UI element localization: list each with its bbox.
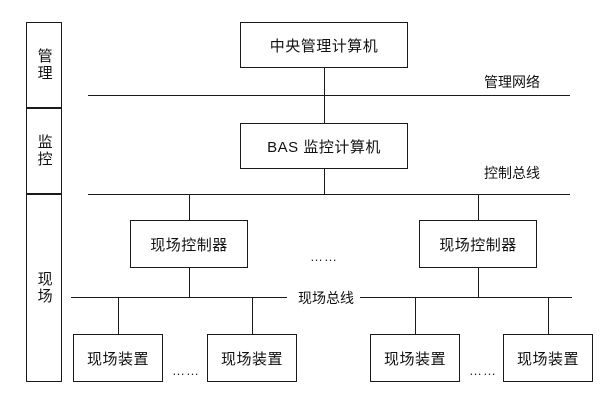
ellipsis-between-devices-right: …… [469,363,497,378]
tier-field-label: 现场 [35,271,53,305]
node-field-controller-right[interactable]: 现场控制器 [419,220,537,268]
bus-control-line [88,194,570,195]
tier-management-label: 管理 [35,48,53,82]
link-field-bus-to-device-4 [548,297,549,334]
link-controller-right-to-field-bus [478,268,479,297]
node-field-device-4[interactable]: 现场装置 [503,334,593,382]
ellipsis-between-devices-left: …… [172,363,200,378]
node-bas-monitoring-computer[interactable]: BAS 监控计算机 [240,123,408,169]
link-controller-left-to-field-bus [189,268,190,297]
node-field-controller-left[interactable]: 现场控制器 [130,220,248,268]
tier-management: 管理 [26,22,62,108]
ellipsis-between-controllers: …… [310,249,338,264]
bus-management-network-line [88,95,570,96]
bus-management-network-label: 管理网络 [484,74,540,90]
link-control-bus-to-controller-right [478,194,479,220]
link-central-to-management-network [324,68,325,95]
node-field-device-2[interactable]: 现场装置 [207,334,297,382]
link-field-bus-to-device-2 [252,297,253,334]
bus-field-line-left [71,297,287,298]
link-field-bus-to-device-1 [118,297,119,334]
node-field-device-3[interactable]: 现场装置 [370,334,460,382]
tier-monitoring: 监控 [26,108,62,194]
tier-monitoring-label: 监控 [35,134,53,168]
link-field-bus-to-device-3 [415,297,416,334]
link-management-network-to-bas [324,95,325,123]
bus-field-line-right [360,297,572,298]
node-field-device-1[interactable]: 现场装置 [73,334,163,382]
tier-field: 现场 [26,194,62,382]
link-bas-to-control-bus [324,169,325,194]
bus-control-label: 控制总线 [484,165,540,181]
bus-field-label: 现场总线 [292,288,360,308]
link-control-bus-to-controller-left [189,194,190,220]
node-central-management-computer[interactable]: 中央管理计算机 [240,22,408,68]
